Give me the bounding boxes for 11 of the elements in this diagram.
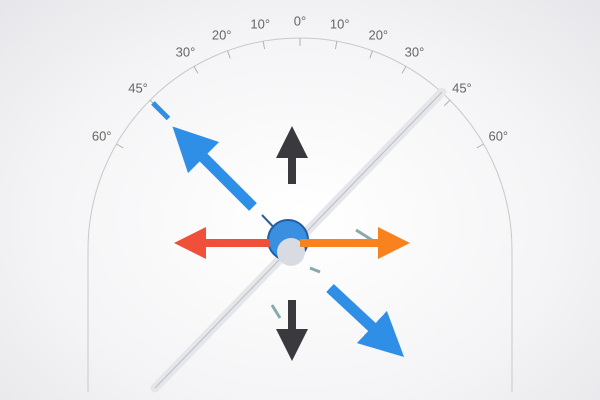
degree-label: 45° (452, 80, 472, 96)
degree-label: 10° (250, 16, 270, 32)
degree-label: 0° (294, 14, 306, 28)
degree-label: 60° (92, 128, 112, 143)
degree-label: 60° (488, 128, 508, 143)
degree-label: 20° (368, 27, 388, 42)
degree-label: 20° (212, 27, 232, 42)
degree-label: 30° (176, 44, 196, 60)
degree-label: 10° (330, 16, 350, 32)
degree-label: 45° (128, 80, 148, 96)
degree-label: 30° (404, 44, 424, 60)
